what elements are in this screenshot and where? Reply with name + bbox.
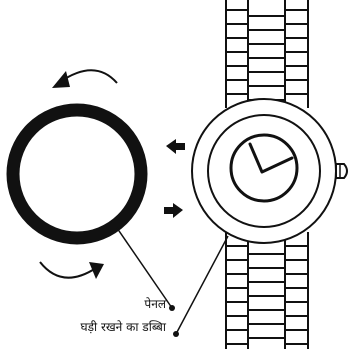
rotate-arrow-top xyxy=(52,70,117,88)
watch-dial xyxy=(231,135,297,201)
watch-strap-bottom xyxy=(226,232,308,349)
panel-label: पेनल xyxy=(144,298,166,310)
watch-crown xyxy=(336,164,347,178)
panel-ring xyxy=(13,110,141,238)
watch-strap-top xyxy=(226,0,308,108)
arrow-left-icon xyxy=(166,139,185,154)
rotate-arrow-bottom xyxy=(40,262,104,279)
watch-holder-label: घड़ी रखने का डब्बिा xyxy=(81,321,166,333)
arrow-right-icon xyxy=(164,203,183,218)
leader-line-holder xyxy=(173,236,228,337)
watch-case xyxy=(192,99,347,243)
